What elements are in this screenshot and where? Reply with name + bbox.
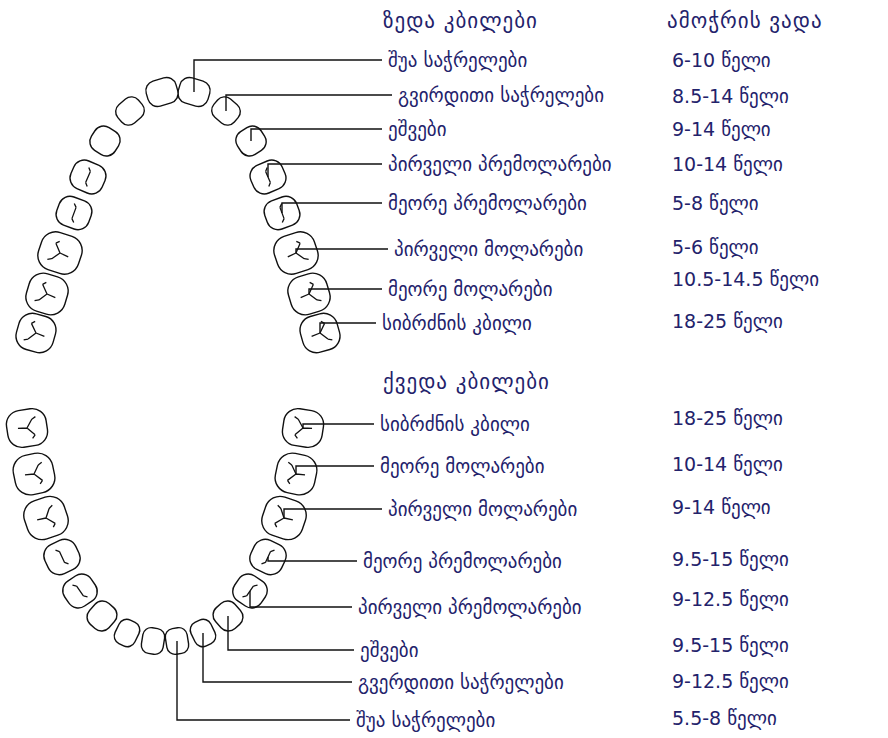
- eruption-age: 9-14 წელი: [672, 496, 771, 519]
- tooth-name: პირველი მოლარები: [394, 238, 583, 261]
- tooth-name: პირველი მოლარები: [388, 498, 577, 521]
- eruption-age: 18-25 წელი: [672, 407, 783, 430]
- tooth-fissure: [47, 239, 72, 265]
- tooth: [140, 626, 166, 655]
- leader-line: [203, 633, 352, 682]
- leader-line: [303, 424, 374, 428]
- tooth: [20, 492, 73, 543]
- tooth-name: გვერდითი საჭრელები: [358, 671, 564, 694]
- tooth-fissure: [68, 204, 80, 223]
- tooth-outline: [22, 270, 72, 319]
- eruption-age: 9.5-15 წელი: [672, 634, 789, 657]
- eruption-age: 5-6 წელი: [672, 236, 759, 259]
- leader-line: [320, 323, 376, 333]
- eruption-age: 18-25 წელი: [672, 310, 783, 333]
- column-heading: ქვედა კბილები: [383, 370, 550, 395]
- tooth: [111, 616, 142, 649]
- leader-line: [268, 557, 357, 561]
- tooth-name: ეშვები: [388, 118, 447, 141]
- column-heading: ამოჭრის ვადა: [667, 9, 823, 34]
- tooth-outline: [20, 492, 73, 543]
- tooth-name: მეორე მოლარები: [388, 278, 553, 301]
- tooth-fissure: [55, 548, 68, 567]
- tooth: [10, 450, 57, 497]
- tooth-row: [164, 407, 325, 656]
- leader-line: [194, 60, 382, 92]
- tooth: [143, 75, 180, 109]
- tooth-outline: [34, 228, 86, 278]
- leader-line: [309, 289, 382, 294]
- tooth-name: სიბრძნის კბილი: [382, 312, 532, 335]
- tooth-outline: [13, 310, 60, 356]
- tooth-name: ეშვები: [360, 639, 419, 662]
- tooth-name: მეორე მოლარები: [380, 455, 545, 478]
- tooth-name: შუა საჭრელები: [356, 709, 495, 732]
- tooth: [40, 535, 84, 578]
- tooth-outline: [86, 122, 124, 160]
- tooth-fissure: [35, 281, 59, 307]
- eruption-age: 10.5-14.5 წელი: [672, 268, 819, 291]
- eruption-age: 6-10 წელი: [672, 49, 771, 72]
- tooth-fissure: [23, 462, 46, 486]
- eruption-age: 9-12.5 წელი: [672, 588, 789, 611]
- tooth: [86, 122, 124, 160]
- tooth-outline: [53, 193, 95, 233]
- tooth-outline: [140, 626, 166, 655]
- tooth-name: გვირდითი საჭრელები: [398, 84, 604, 107]
- leader-line: [284, 509, 382, 518]
- tooth: [53, 193, 95, 233]
- tooth: [34, 228, 86, 278]
- eruption-age: 5.5-8 წელი: [672, 707, 777, 730]
- leader-line: [251, 129, 382, 141]
- tooth-outline: [143, 75, 180, 109]
- tooth: [4, 407, 49, 450]
- tooth-name: შუა საჭრელები: [388, 49, 527, 72]
- column-heading: ზედა კბილები: [383, 9, 538, 34]
- leader-line: [226, 95, 392, 111]
- tooth-fissure: [34, 505, 59, 531]
- eruption-age: 9-12.5 წელი: [672, 670, 789, 693]
- leader-line: [296, 249, 388, 253]
- eruption-age: 9-14 წელი: [672, 118, 771, 141]
- tooth-fissure: [24, 320, 48, 345]
- leader-line: [296, 466, 374, 474]
- tooth-row: [4, 407, 165, 656]
- tooth: [22, 270, 72, 319]
- tooth-fissure: [17, 417, 39, 441]
- tooth-name: პირველი პრემოლარები: [388, 153, 612, 176]
- tooth-fissure: [291, 417, 313, 441]
- tooth-outline: [58, 570, 101, 613]
- tooth-fissure: [72, 582, 87, 600]
- leader-line: [268, 164, 382, 177]
- tooth-outline: [4, 407, 49, 450]
- leader-line: [228, 616, 354, 650]
- tooth: [58, 570, 101, 613]
- tooth: [66, 156, 109, 197]
- tooth: [112, 93, 148, 129]
- tooth-outline: [40, 535, 84, 578]
- tooth-fissure: [82, 168, 95, 187]
- tooth-row: [175, 75, 343, 356]
- leader-line: [177, 641, 350, 720]
- leader-line: [282, 203, 382, 213]
- eruption-age: 10-14 წელი: [672, 153, 783, 176]
- tooth-outline: [112, 93, 148, 129]
- tooth-name: მეორე პრემოლარები: [388, 192, 587, 215]
- tooth-outline: [10, 450, 57, 497]
- tooth-outline: [66, 156, 109, 197]
- eruption-age: 5-8 წელი: [672, 192, 759, 215]
- leader-line: [250, 591, 352, 607]
- tooth: [13, 310, 60, 356]
- tooth-name: პირველი პრემოლარები: [358, 596, 582, 619]
- tooth-row: [13, 75, 181, 356]
- tooth-name: სიბრძნის კბილი: [380, 413, 530, 436]
- eruption-age: 9.5-15 წელი: [672, 548, 789, 571]
- tooth-outline: [111, 616, 142, 649]
- eruption-age: 8.5-14 წელი: [672, 85, 789, 108]
- tooth-name: მეორე პრემოლარები: [363, 550, 562, 573]
- eruption-age: 10-14 წელი: [672, 453, 783, 476]
